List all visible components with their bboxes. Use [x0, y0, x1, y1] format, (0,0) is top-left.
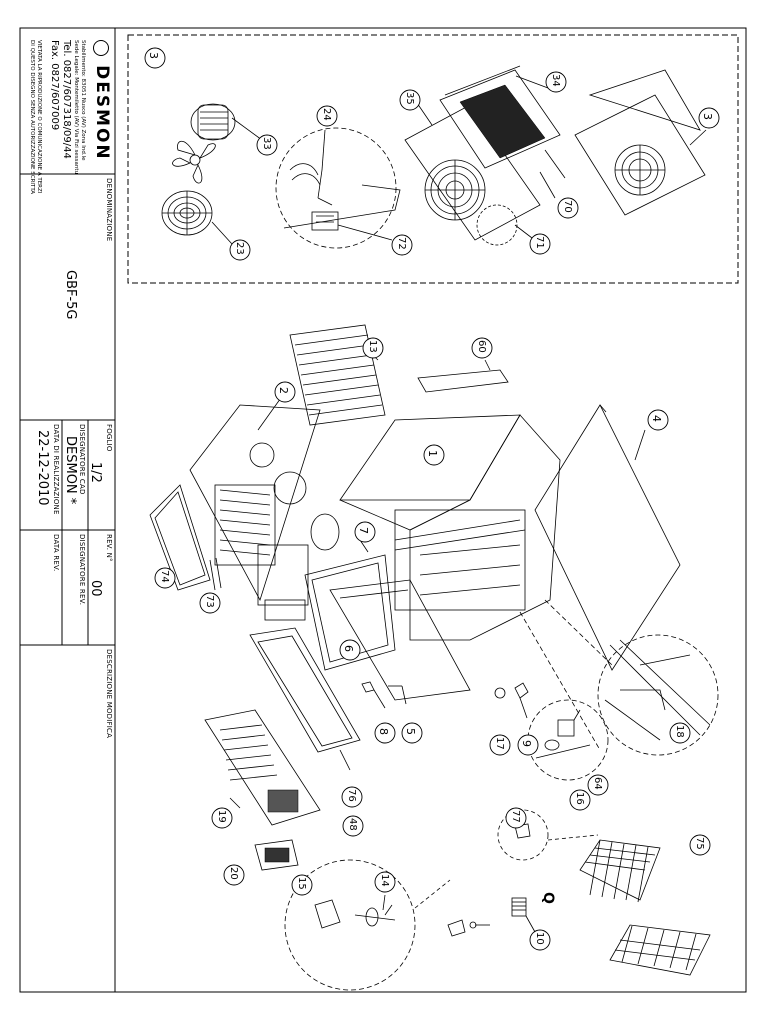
callout-71: 71 — [534, 236, 545, 249]
sheet-border — [19, 27, 747, 993]
notice-line-1: VIETATA LA RIPRODUZIONE O COMUNICAZIONE … — [36, 40, 42, 194]
callout-16: 16 — [574, 792, 585, 805]
spring-10 — [511, 897, 536, 933]
part-17 — [494, 687, 506, 699]
callout-33: 33 — [261, 137, 272, 150]
door-6 — [329, 579, 471, 701]
top-panel-4 — [534, 404, 681, 671]
grille-13 — [289, 324, 386, 426]
cabinet-1 — [339, 414, 561, 641]
callout-70: 70 — [562, 200, 573, 213]
callout-13: 13 — [367, 340, 378, 353]
designer-rev-label: DISEGNATORE REV. — [78, 534, 86, 606]
notice-line-2: DI QUESTO DISEGNO SENZA AUTORIZZAZIONE S… — [29, 40, 35, 195]
callout-24: 24 — [321, 108, 332, 121]
callout-3-b: 3 — [701, 113, 714, 120]
small-screws — [447, 919, 490, 937]
designer-cad-value: DESMON * — [63, 436, 78, 505]
detail-64-16-content — [535, 709, 591, 759]
callout-77: 77 — [510, 810, 521, 823]
detail-14-15-content — [314, 894, 396, 929]
evaporator-coil-34 — [439, 65, 566, 179]
fan-motor-33 — [190, 103, 263, 141]
fan-blade — [172, 140, 216, 184]
bracket-72 — [311, 211, 393, 241]
callout-15: 15 — [296, 877, 307, 890]
logo-emblem-icon — [93, 40, 110, 56]
evaporator-assembled-3 — [574, 69, 707, 216]
callout-18: 18 — [674, 725, 685, 738]
callout-8: 8 — [377, 728, 390, 735]
refrigeration-unit-2 — [189, 394, 340, 621]
callout-5: 5 — [404, 728, 417, 735]
callout-75: 75 — [694, 837, 705, 850]
callout-9: 9 — [520, 740, 533, 747]
callout-14: 14 — [379, 874, 390, 887]
address-line-2: Sede Legale: Montemiletto (AV) Via Fizi … — [73, 40, 79, 175]
callout-3-a: 3 — [147, 52, 160, 59]
cover-strip-60 — [417, 359, 509, 393]
wire-rack-75-lower — [609, 924, 711, 976]
callout-4: 4 — [650, 415, 663, 422]
denominazione-value: GBF-5G — [63, 270, 78, 320]
foglio-value: 1/2 — [88, 462, 103, 483]
company-logo: DESMON — [92, 40, 112, 161]
part-73 — [209, 557, 222, 591]
company-name: DESMON — [92, 65, 112, 161]
date-rev-label: DATA REV. — [52, 534, 60, 572]
callout-17: 17 — [494, 737, 505, 750]
fax-number: Fax. 0827/607009 — [49, 40, 60, 131]
hinge-5 — [388, 685, 407, 705]
denominazione-label: DENOMINAZIONE — [105, 178, 113, 242]
callout-64: 64 — [592, 777, 603, 790]
part-9 — [514, 682, 529, 699]
callout-74: 74 — [159, 570, 170, 583]
callout-1: 1 — [426, 450, 439, 457]
foglio-label: FOGLIO — [105, 424, 113, 452]
rev-value: 00 — [88, 580, 103, 597]
callout-2: 2 — [277, 387, 290, 394]
control-panel-19 — [204, 709, 321, 826]
detail-18-content — [604, 639, 711, 741]
detail-circle-14-15 — [284, 859, 416, 991]
phone-number: Tel. 0827/607318/09/44 — [61, 40, 72, 159]
callout-20: 20 — [228, 867, 239, 880]
door-gasket-7 — [304, 539, 396, 671]
rev-label: REV. N° — [105, 534, 113, 562]
callout-72: 72 — [396, 237, 407, 250]
callout-7: 7 — [357, 527, 370, 534]
date-value: 22-12-2010 — [35, 430, 50, 506]
fan-guard-23 — [161, 190, 233, 245]
callout-19: 19 — [216, 810, 227, 823]
detail-circle-64-16 — [527, 699, 609, 781]
detail-circle-77 — [497, 809, 549, 861]
detail-box-3 — [127, 34, 739, 284]
date-label: DATA DI REALIZZAZIONE — [52, 424, 60, 515]
probe-24 — [289, 129, 333, 206]
front-panel-76 — [249, 627, 361, 771]
detail-circle-24-72 — [275, 127, 397, 249]
callout-73: 73 — [204, 595, 215, 608]
detail-circle-18 — [597, 634, 719, 756]
address-line-1: Stabilimento: 83051 Nusco (AV) Zona Ind.… — [80, 40, 86, 161]
callout-circles — [144, 47, 720, 951]
designer-cad-label: DISEGNATORE CAD — [78, 424, 86, 495]
callout-23: 23 — [234, 242, 245, 255]
callout-35: 35 — [404, 92, 415, 105]
display-20 — [254, 839, 299, 871]
callout-6: 6 — [342, 645, 355, 652]
q-mark: Q — [540, 892, 556, 904]
descrizione-modifica-label: DESCRIZIONE MODIFICA — [105, 649, 113, 739]
callout-48: 48 — [347, 818, 358, 831]
hinge-8 — [361, 681, 386, 709]
wire-rack-75-upper — [579, 839, 661, 903]
callout-10: 10 — [534, 932, 545, 945]
callout-60: 60 — [476, 340, 487, 353]
callout-34: 34 — [550, 74, 561, 87]
callout-76: 76 — [346, 789, 357, 802]
